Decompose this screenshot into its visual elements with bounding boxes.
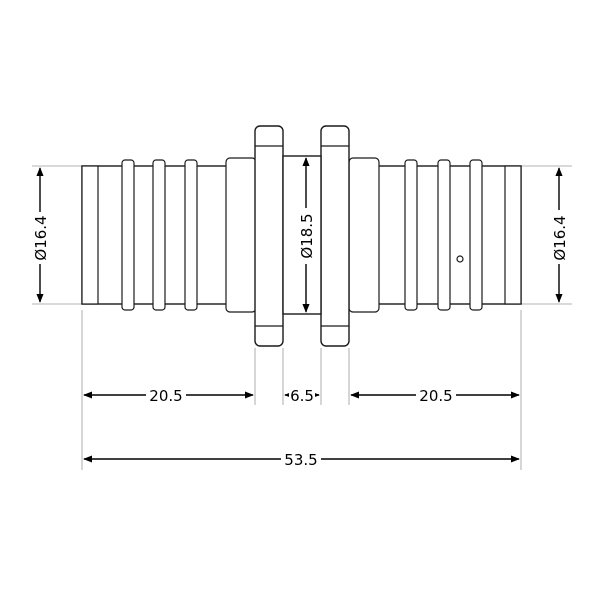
left-collar [254,125,284,347]
dimension-diameter-center: Ø18.5 [297,157,316,313]
right-collar [320,125,350,347]
label-length-total: 53.5 [284,451,317,469]
left-barb-end-ring [81,165,99,305]
right-barb-end-ring [504,165,522,305]
left-barb-rib-1 [121,159,135,311]
label-length-left: 20.5 [149,387,182,405]
left-barb-rib-2 [152,159,166,311]
label-diameter-left: Ø16.4 [32,215,50,260]
dimension-length-center: 6.5 [284,386,320,405]
marking-dot [456,255,464,263]
dimension-diameter-left: Ø16.4 [31,167,50,303]
right-barb-rib-3 [469,159,483,311]
right-barb-rib-2 [437,159,451,311]
right-shoulder [348,157,380,313]
dimension-length-total: 53.5 [83,450,520,469]
left-shoulder [225,157,257,313]
label-length-right: 20.5 [419,387,452,405]
dimension-length-right: 20.5 [350,386,520,405]
label-diameter-right: Ø16.4 [551,215,569,260]
right-barb-rib-1 [404,159,418,311]
left-barb-rib-3 [184,159,198,311]
dimension-diameter-right: Ø16.4 [550,167,569,303]
label-diameter-center: Ø18.5 [298,213,316,258]
label-length-center: 6.5 [290,387,314,405]
extension-lines [32,165,572,470]
dimension-length-left: 20.5 [83,386,254,405]
